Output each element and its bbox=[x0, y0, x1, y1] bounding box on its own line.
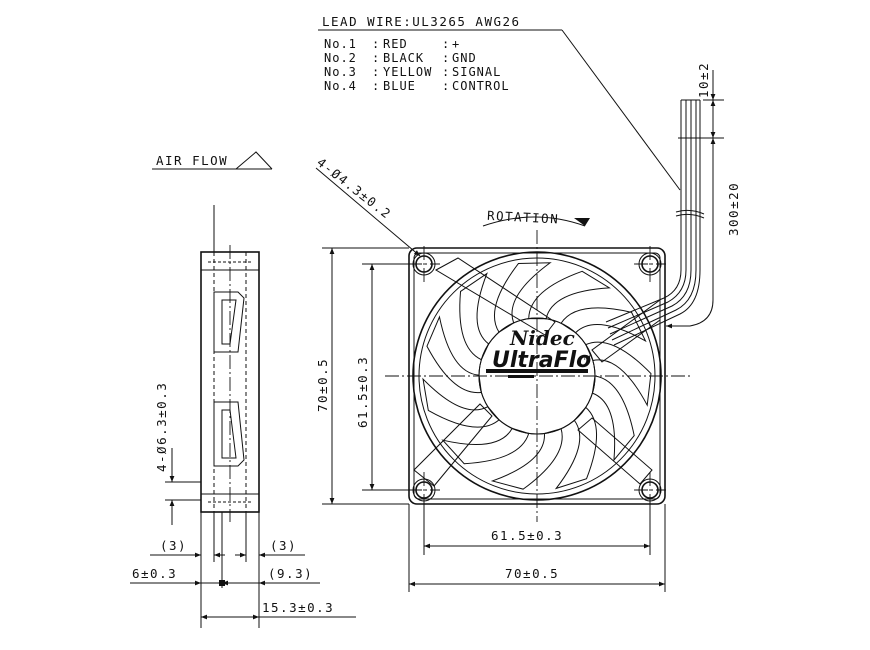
fan-blade bbox=[422, 377, 500, 428]
svg-text::: : bbox=[442, 65, 450, 79]
height-dimensions: 70±0.5 61.5±0.3 bbox=[315, 247, 413, 505]
side-view: 4-Ø6.3±0.3 bbox=[154, 205, 260, 525]
rotation-indicator: ROTATION bbox=[482, 208, 590, 227]
side-blade-upper bbox=[213, 291, 245, 353]
wire-4-function: CONTROL bbox=[452, 79, 510, 93]
fan-blade bbox=[490, 428, 563, 490]
dim-height-outer: 70±0.5 bbox=[315, 358, 330, 412]
dim-lead-length: 300±20 bbox=[726, 182, 741, 236]
strut-bottom-left bbox=[413, 403, 493, 487]
svg-text::: : bbox=[372, 79, 380, 93]
svg-text::: : bbox=[372, 51, 380, 65]
strut-right bbox=[591, 299, 661, 363]
wire-4-color: BLUE bbox=[383, 79, 416, 93]
air-flow-arrow-icon bbox=[235, 151, 273, 170]
wire-1-no: No.1 bbox=[324, 37, 357, 51]
fan-blade bbox=[426, 315, 482, 394]
svg-text::: : bbox=[372, 65, 380, 79]
logo-tm: TM bbox=[583, 355, 591, 362]
wire-3-function: SIGNAL bbox=[452, 65, 501, 79]
side-dim-b: (9.3) bbox=[268, 566, 313, 581]
fan-blade bbox=[459, 272, 490, 361]
wire-2-color: BLACK bbox=[383, 51, 424, 65]
fan-blades bbox=[422, 262, 652, 490]
fan-blade bbox=[560, 307, 647, 343]
svg-text::: : bbox=[372, 37, 380, 51]
fan-blade bbox=[441, 427, 530, 465]
wire-2-no: No.2 bbox=[324, 51, 357, 65]
fan-blade bbox=[591, 375, 635, 462]
wire-2-function: GND bbox=[452, 51, 477, 65]
logo-brand: Nidec bbox=[509, 326, 575, 350]
dim-width-outer: 70±0.5 bbox=[505, 566, 559, 581]
air-flow-label: AIR FLOW bbox=[156, 153, 228, 168]
side-dim-a: 6±0.3 bbox=[132, 566, 177, 581]
nidec-ultraflo-logo: Nidec UltraFlo TM bbox=[486, 326, 591, 378]
fan-blade bbox=[493, 262, 552, 333]
dim-lead-strip: 10±2 bbox=[696, 62, 711, 98]
side-view-dimensions: (3) (3) 6±0.3 (9.3) 15.3±0.3 bbox=[130, 512, 356, 628]
lead-wire-table: LEAD WIRE:UL3265 AWG26 No.1 RED + No.2 B… bbox=[318, 14, 681, 191]
air-flow-indicator: AIR FLOW bbox=[152, 151, 273, 170]
hole-spec-label: 4-Ø4.3±0.2 bbox=[314, 155, 394, 222]
lead-cable bbox=[605, 99, 705, 346]
hole-spec-callout: 4-Ø4.3±0.2 bbox=[314, 155, 421, 257]
dim-width-pitch: 61.5±0.3 bbox=[491, 528, 563, 543]
side-dim-thickness: 15.3±0.3 bbox=[262, 600, 334, 615]
rotation-arrow-icon bbox=[574, 218, 590, 226]
lead-wire-leader bbox=[561, 29, 681, 191]
side-blade-lower bbox=[213, 401, 245, 467]
logo-product: UltraFlo bbox=[492, 348, 591, 373]
cable-dimensions: 10±2 300±20 bbox=[666, 62, 741, 329]
front-view: Nidec UltraFlo TM bbox=[385, 99, 705, 522]
side-dim-left: (3) bbox=[160, 538, 187, 553]
wire-4-no: No.4 bbox=[324, 79, 357, 93]
side-hole-label: 4-Ø6.3±0.3 bbox=[154, 382, 169, 472]
fan-blade bbox=[528, 270, 611, 320]
width-dimensions: 61.5±0.3 70±0.5 bbox=[408, 500, 666, 592]
svg-text::: : bbox=[442, 51, 450, 65]
svg-text::: : bbox=[442, 37, 450, 51]
side-dim-right: (3) bbox=[270, 538, 297, 553]
wire-3-color: YELLOW bbox=[383, 65, 432, 79]
fan-blade bbox=[585, 341, 652, 407]
lead-wire-title: LEAD WIRE:UL3265 AWG26 bbox=[322, 14, 521, 29]
strut-top bbox=[434, 257, 556, 336]
wire-1-function: + bbox=[452, 37, 460, 51]
strut-bottom-right bbox=[577, 417, 653, 485]
wire-3-no: No.3 bbox=[324, 65, 357, 79]
wire-table-separators: :: :: :: :: bbox=[372, 37, 450, 93]
wire-1-color: RED bbox=[383, 37, 408, 51]
dim-height-pitch: 61.5±0.3 bbox=[355, 356, 370, 428]
svg-text::: : bbox=[442, 79, 450, 93]
